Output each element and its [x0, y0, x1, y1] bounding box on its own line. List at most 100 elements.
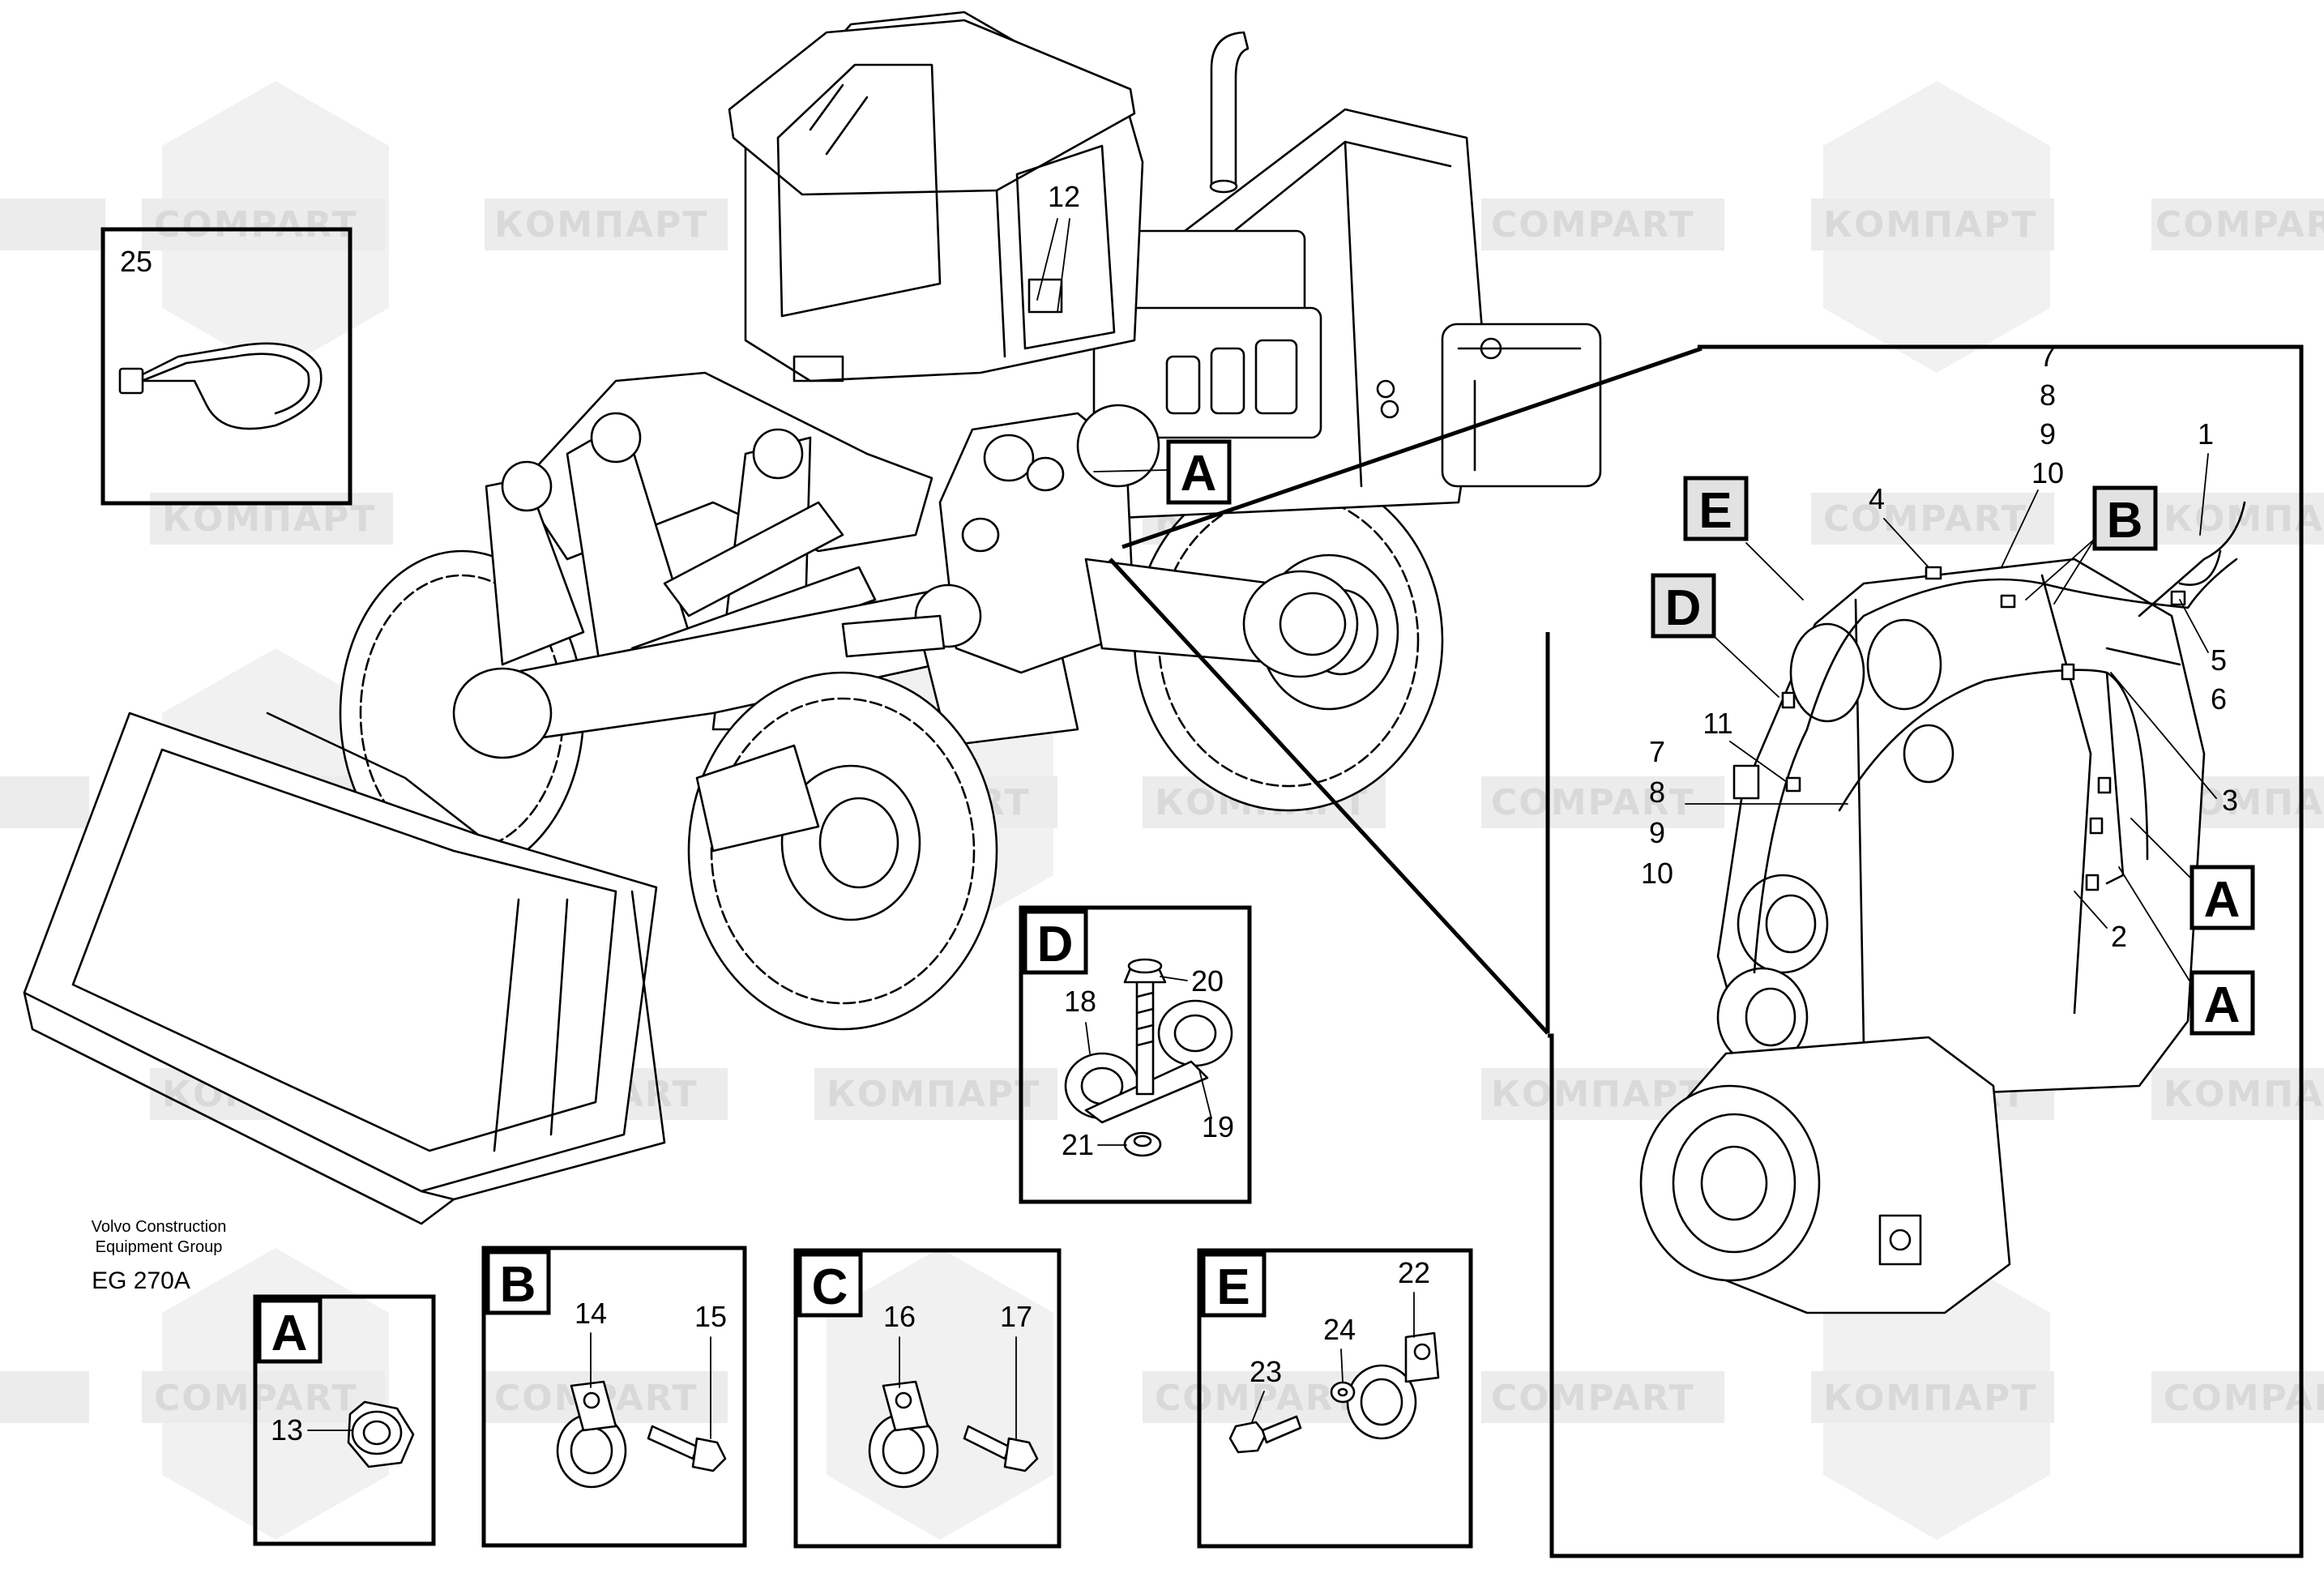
- watermark-text: COMPART: [2155, 204, 2324, 246]
- leader-line: [2118, 866, 2193, 985]
- detail-d-box: D 20 18 19 21: [1019, 905, 1252, 1204]
- transmission-detail-frame: E D B A A 1 7 8 9 10 4 5 6 3 2 11: [1545, 340, 2304, 1558]
- callout-2: 2: [2111, 920, 2127, 953]
- front-wheel: [687, 671, 998, 1031]
- watermark-text: COMPART: [154, 204, 358, 246]
- callout-1: 1: [2198, 417, 2214, 451]
- callout-8-top: 8: [2040, 378, 2056, 412]
- watermark-text: COMPART: [1823, 498, 2027, 540]
- leader-line: [1057, 218, 1070, 313]
- label-box-a-detail: [257, 1298, 323, 1364]
- zoom-line: [1109, 558, 1549, 1035]
- label-box-b-detail: [485, 1250, 551, 1315]
- callout-3: 3: [2222, 784, 2238, 817]
- callout-16: 16: [883, 1300, 916, 1333]
- cable-tie-icon: [118, 342, 323, 430]
- label-box-a1: [2189, 865, 2255, 930]
- watermark-text: COMPART: [2164, 1378, 2324, 1419]
- p-clamp-icon: [1346, 1331, 1440, 1440]
- clamp-assembly-icon: [1064, 958, 1233, 1157]
- transmission-detail: [1639, 501, 2246, 1314]
- nut-icon: [347, 1400, 415, 1468]
- caption-block: Volvo Construction Equipment Group EG 27…: [92, 1218, 227, 1294]
- watermark-text: COMPART: [1491, 204, 1695, 246]
- detail-e-box: E 22 24 23: [1197, 1248, 1473, 1549]
- bucket: [23, 712, 666, 1225]
- watermark-text: КОМПАРТ: [494, 204, 708, 246]
- caption-code: EG 270A: [92, 1267, 190, 1294]
- leader-line: [1198, 1069, 1212, 1119]
- exhaust-pipe: [1209, 31, 1250, 194]
- label-a-main: A: [1181, 446, 1217, 502]
- label-box-b: [2092, 485, 2158, 551]
- callout-15: 15: [694, 1300, 727, 1333]
- label-box-a2: [2189, 970, 2255, 1036]
- detail-c-box: C 16 17: [793, 1248, 1062, 1549]
- watermark-text: COMPART: [1491, 1378, 1695, 1419]
- callout-11: 11: [1702, 707, 1732, 740]
- callout-23: 23: [1250, 1355, 1282, 1388]
- p-clamp-icon: [868, 1380, 939, 1489]
- watermark-text: КОМПАРТ: [2164, 1074, 2324, 1115]
- callout-9-left: 9: [1649, 816, 1665, 849]
- leader-line: [1085, 1022, 1091, 1054]
- callout-18: 18: [1064, 985, 1096, 1018]
- label-d-detail: D: [1037, 917, 1074, 972]
- leader-line: [1729, 741, 1788, 783]
- leader-line: [1340, 1348, 1344, 1383]
- zoom-line: [1121, 346, 1702, 549]
- callout-17: 17: [1000, 1300, 1032, 1333]
- callout-7-top: 7: [2040, 340, 2056, 373]
- callout-10-left: 10: [1641, 857, 1673, 890]
- leader-line: [2199, 453, 2209, 536]
- callout-6: 6: [2211, 682, 2227, 716]
- label-box-a: [1166, 439, 1232, 505]
- label-b-zoom: B: [2107, 493, 2143, 549]
- label-box-c-detail: [797, 1252, 863, 1318]
- label-c-detail: C: [812, 1259, 848, 1315]
- leader-line: [2025, 538, 2095, 600]
- watermark-text: КОМПАРТ: [1491, 1074, 1705, 1115]
- callout-10-top: 10: [2031, 456, 2064, 489]
- callout-21: 21: [1062, 1128, 1094, 1161]
- label-e-zoom: E: [1698, 483, 1732, 539]
- bolt-icon: [647, 1425, 727, 1472]
- detail-b-box: B 14 15: [481, 1246, 747, 1548]
- lift-arms: [485, 371, 933, 731]
- leader-line: [1093, 469, 1168, 472]
- label-a-detail: A: [271, 1306, 308, 1361]
- label-box-e-detail: [1201, 1252, 1267, 1318]
- watermark-text: COMPART: [1491, 782, 1695, 823]
- caption-line1: Volvo Construction: [92, 1218, 227, 1236]
- detail-a-box: A 13: [253, 1294, 436, 1546]
- cab: [728, 11, 1144, 382]
- callout-4: 4: [1869, 482, 1885, 515]
- rear-axle: [1084, 558, 1359, 678]
- bolt-icon: [1228, 1415, 1302, 1454]
- watermark-text: КОМПАРТ: [827, 1074, 1040, 1115]
- watermark-text: КОМПАРТ: [1823, 1378, 2037, 1419]
- p-clamp-icon: [556, 1380, 627, 1489]
- leader-line: [1713, 635, 1779, 698]
- bolt-icon: [963, 1425, 1039, 1472]
- leader-line: [1036, 218, 1058, 301]
- callout-13: 13: [271, 1413, 303, 1447]
- callout-24: 24: [1323, 1313, 1356, 1346]
- leader-line: [1251, 1391, 1265, 1423]
- callout-14: 14: [575, 1297, 607, 1330]
- label-b-detail: B: [500, 1257, 536, 1313]
- callout-8-left: 8: [1649, 776, 1665, 809]
- wheel-loader-illustration: A 12: [23, 11, 1702, 1225]
- leader-line: [1160, 976, 1188, 981]
- leader-line: [2074, 891, 2108, 929]
- detail-25-box: 25: [100, 227, 352, 506]
- label-box-d: [1651, 573, 1716, 639]
- leader-line: [2110, 672, 2217, 799]
- leader-line: [2001, 489, 2039, 568]
- label-box-e: [1683, 476, 1749, 541]
- label-e-detail: E: [1216, 1259, 1250, 1315]
- callout-25: 25: [120, 245, 152, 278]
- leader-line: [2053, 538, 2095, 605]
- leader-line: [1745, 542, 1804, 600]
